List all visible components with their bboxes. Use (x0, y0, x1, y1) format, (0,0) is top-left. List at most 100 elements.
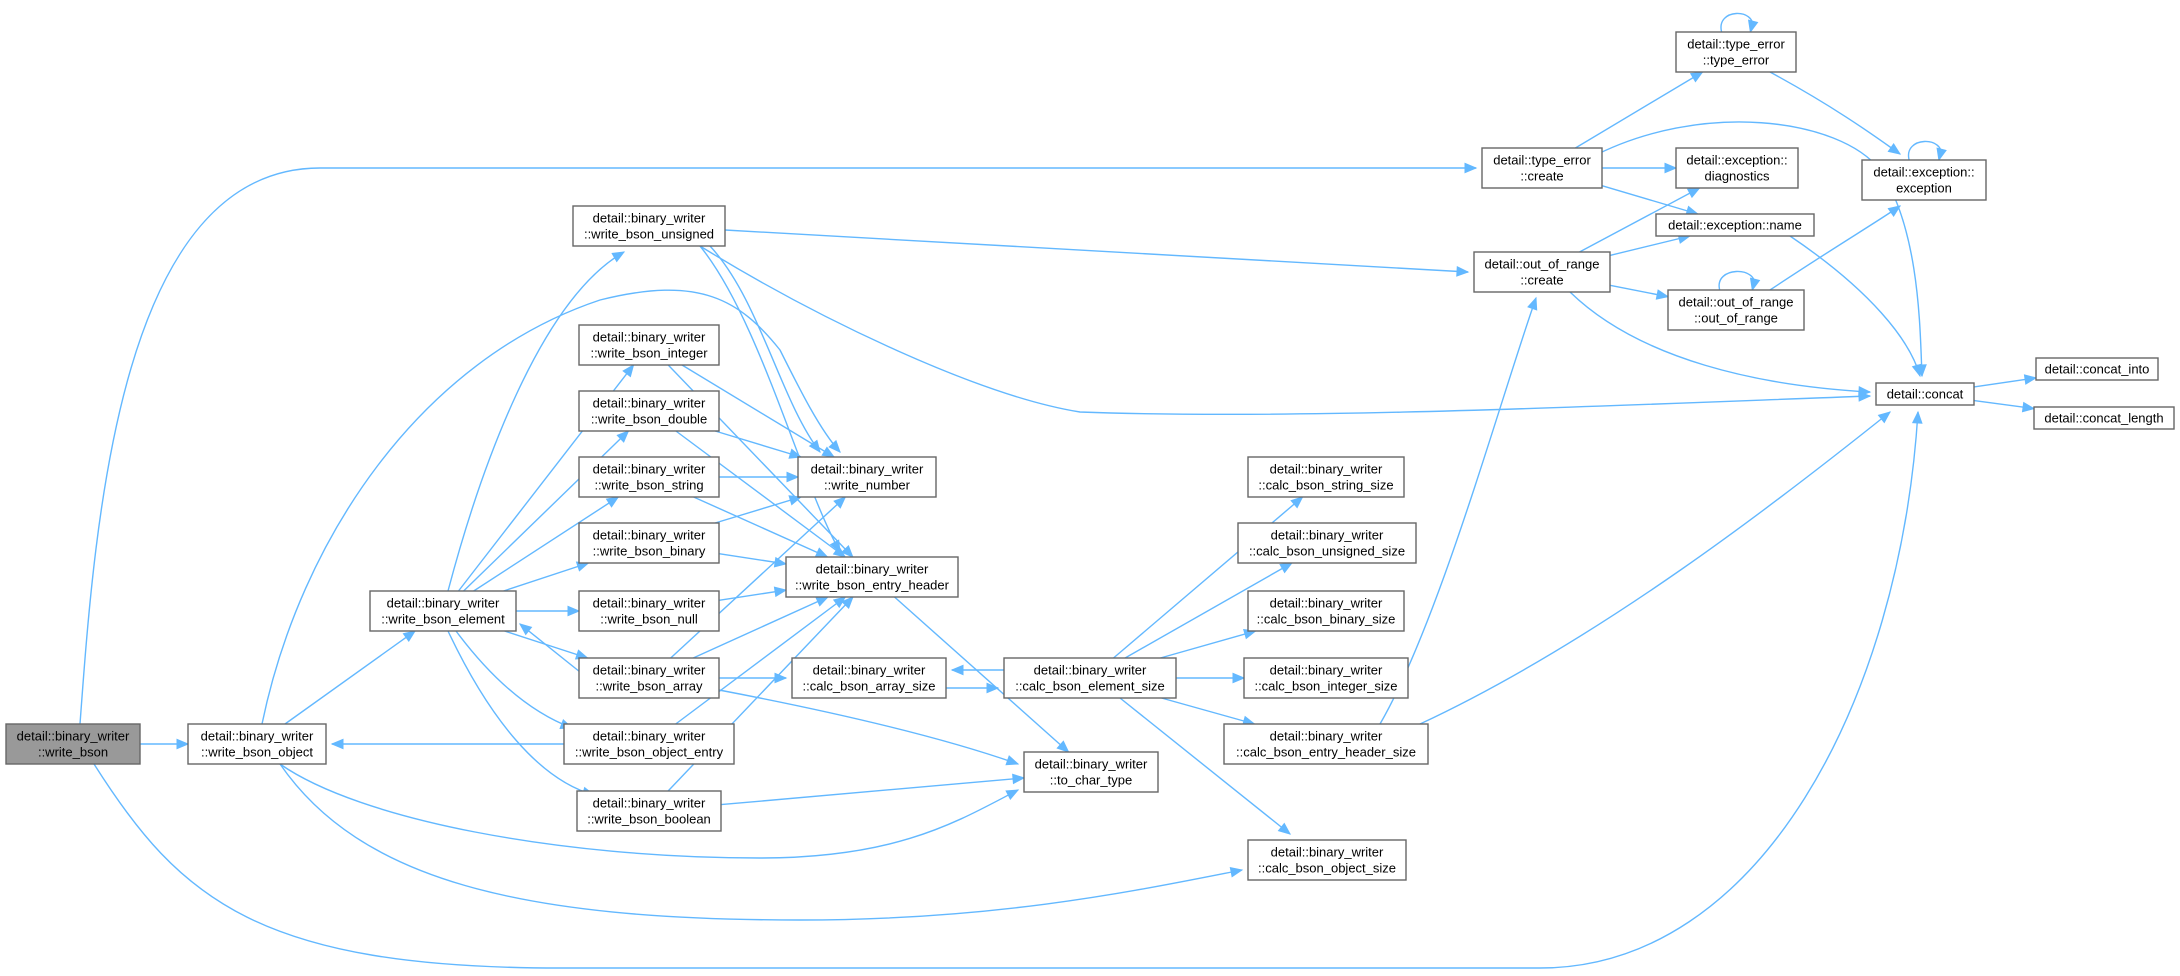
node-label: ::write_bson_unsigned (584, 227, 714, 242)
edge-arrowhead (841, 596, 854, 610)
node-to-char-type[interactable]: detail::binary_writer::to_char_type (1023, 751, 1159, 793)
node-label: detail::concat_length (2044, 411, 2163, 426)
node-label: ::write_bson_binary (593, 544, 706, 559)
node-box (578, 324, 720, 366)
node-calc-bson-binary-size[interactable]: detail::binary_writer::calc_bson_binary_… (1247, 590, 1405, 632)
edge-line (503, 562, 589, 592)
edge-line (1579, 187, 1700, 253)
node-box (1023, 751, 1159, 793)
edge-line (1161, 697, 1255, 725)
node-box (1655, 213, 1815, 237)
node-label: detail::binary_writer (593, 330, 706, 345)
node-calc-bson-element-size[interactable]: detail::binary_writer::calc_bson_element… (1003, 657, 1177, 699)
edge-arrowhead (840, 545, 854, 558)
node-write-bson-integer[interactable]: detail::binary_writer::write_bson_intege… (578, 324, 720, 366)
node-exception-diagnostics[interactable]: detail::exception::diagnostics (1675, 147, 1799, 189)
node-write-bson-binary[interactable]: detail::binary_writer::write_bson_binary (578, 522, 720, 564)
edge-write_bson_double-to-write_number (714, 430, 803, 459)
node-concat[interactable]: detail::concat (1875, 382, 1975, 406)
node-write-bson-element[interactable]: detail::binary_writer::write_bson_elemen… (369, 590, 517, 632)
edge-line (1160, 630, 1256, 659)
node-calc-bson-array-size[interactable]: detail::binary_writer::calc_bson_array_s… (791, 657, 947, 699)
node-label: detail::type_error (1687, 37, 1785, 52)
node-concat-into[interactable]: detail::concat_into (2035, 357, 2159, 381)
edge-arrowhead (1877, 411, 1892, 424)
edge-arrowhead (330, 738, 344, 750)
edge-calc_bson_element_size-to-calc_bson_integer_size (1176, 672, 1246, 684)
node-write-bson-object[interactable]: detail::binary_writer::write_bson_object (187, 723, 327, 765)
edge-arrowhead (828, 439, 841, 453)
node-box (187, 723, 327, 765)
node-calc-bson-entry-header-size[interactable]: detail::binary_writer::calc_bson_entry_h… (1223, 723, 1429, 765)
node-label: detail::concat (1887, 387, 1964, 402)
node-concat-length[interactable]: detail::concat_length (2033, 406, 2175, 430)
edge-write_bson_object-to-write_bson_element (284, 630, 417, 725)
edge-write_bson_element-to-write_bson_binary (503, 561, 590, 592)
node-box (1243, 657, 1409, 699)
node-label: detail::binary_writer (1034, 663, 1147, 678)
edge-arrowhead (1664, 162, 1678, 174)
edge-arrowhead (1911, 410, 1923, 424)
node-write-bson-array[interactable]: detail::binary_writer::write_bson_array (578, 657, 720, 699)
edge-arrowhead (815, 596, 830, 607)
node-type-error-create[interactable]: detail::type_error::create (1481, 147, 1603, 189)
edge-write_bson_element-to-write_bson_string (473, 496, 620, 592)
edge-arrowhead (1911, 363, 1923, 378)
node-out-of-range-create[interactable]: detail::out_of_range::create (1473, 251, 1611, 293)
node-write-bson-null[interactable]: detail::binary_writer::write_bson_null (578, 590, 720, 632)
node-label: detail::binary_writer (1270, 462, 1383, 477)
edge-calc_bson_element_size-to-calc_bson_object_size (1119, 697, 1292, 835)
edge-arrowhead (402, 630, 417, 643)
edge-write_bson_null-to-write_bson_entry_header (718, 586, 788, 601)
node-exception-ctor[interactable]: detail::exception::exception (1861, 159, 1987, 201)
edge-arrowhead (832, 545, 847, 558)
node-calc-bson-unsigned-size[interactable]: detail::binary_writer::calc_bson_unsigne… (1237, 522, 1417, 564)
edge-arrowhead (1005, 789, 1020, 801)
node-label: ::create (1520, 169, 1563, 184)
node-exception-name[interactable]: detail::exception::name (1655, 213, 1815, 237)
node-label: detail::binary_writer (593, 663, 706, 678)
edge-line (724, 229, 1469, 273)
edge-out_of_range_ctor-to-exception_ctor (1769, 205, 1902, 291)
edge-type_error_create-to-exception_diagnostics (1602, 162, 1678, 174)
node-write-bson-string[interactable]: detail::binary_writer::write_bson_string (578, 456, 720, 498)
node-write-bson[interactable]: detail::binary_writer::write_bson (5, 723, 141, 765)
node-write-bson-unsigned[interactable]: detail::binary_writer::write_bson_unsign… (572, 205, 726, 247)
edge-arrowhead (611, 251, 626, 263)
edge-arrowhead (616, 430, 630, 443)
edge-arrowhead (1747, 19, 1759, 34)
edge-line (718, 689, 1019, 765)
node-out-of-range-ctor[interactable]: detail::out_of_range::out_of_range (1667, 289, 1805, 331)
node-write-number[interactable]: detail::binary_writer::write_number (797, 456, 937, 498)
node-box (791, 657, 947, 699)
edge-calc_bson_element_size-to-calc_bson_entry_header_size (1161, 697, 1256, 727)
edge-type_error_ctor-to-exception_ctor (1769, 71, 1902, 155)
node-calc-bson-object-size[interactable]: detail::binary_writer::calc_bson_object_… (1247, 839, 1407, 881)
edge-line (279, 763, 1243, 921)
node-box (1003, 657, 1177, 699)
edge-line (681, 364, 835, 458)
edge-out_of_range_create-to-exception_name (1609, 233, 1692, 257)
node-write-bson-double[interactable]: detail::binary_writer::write_bson_double (578, 390, 720, 432)
edge-write_bson_boolean-to-to_char_type (720, 773, 1026, 806)
node-label: ::write_bson_integer (590, 346, 708, 361)
edge-line (1907, 140, 1942, 161)
nodes-layer: detail::binary_writer::write_bsondetail:… (5, 31, 2175, 881)
edge-arrowhead (788, 448, 803, 459)
node-write-bson-entry-header[interactable]: detail::binary_writer::write_bson_entry_… (785, 556, 959, 598)
edge-write_bson_double-to-write_bson_entry_header (675, 430, 847, 558)
node-label: detail::out_of_range (1679, 295, 1794, 310)
node-write-bson-object-entry[interactable]: detail::binary_writer::write_bson_object… (563, 723, 735, 765)
edge-arrowhead (1012, 773, 1026, 785)
edge-line (693, 496, 828, 558)
node-box (2033, 406, 2175, 430)
edge-line (699, 245, 841, 553)
node-label: detail::binary_writer (593, 211, 706, 226)
node-calc-bson-string-size[interactable]: detail::binary_writer::calc_bson_string_… (1247, 456, 1405, 498)
node-calc-bson-integer-size[interactable]: detail::binary_writer::calc_bson_integer… (1243, 657, 1409, 699)
edge-arrowhead (1464, 162, 1478, 174)
node-box (1675, 147, 1799, 189)
node-type-error-ctor[interactable]: detail::type_error::type_error (1675, 31, 1797, 73)
edge-arrowhead (1689, 71, 1704, 83)
node-write-bson-boolean[interactable]: detail::binary_writer::write_bson_boolea… (576, 790, 722, 832)
